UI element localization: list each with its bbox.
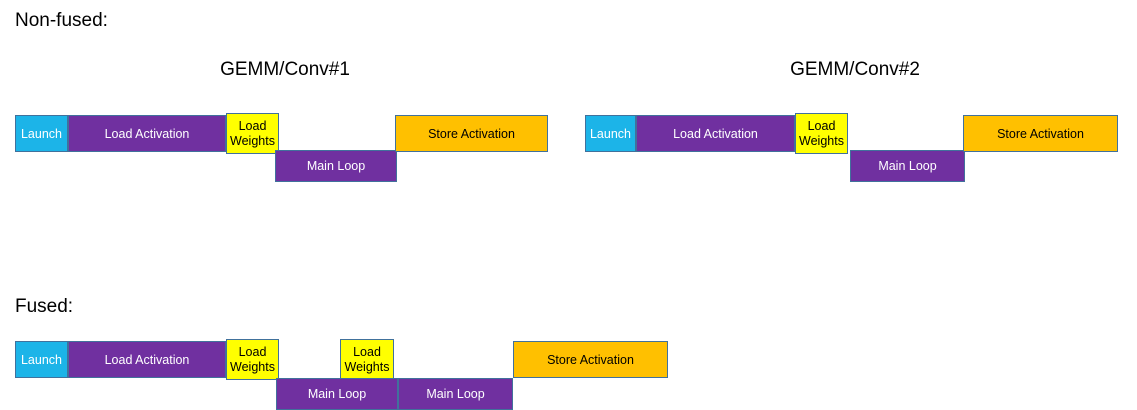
bar-label: Main Loop — [878, 159, 937, 173]
bar-load-activation-fused: Load Activation — [68, 341, 226, 378]
bar-main-loop-gemm1: Main Loop — [275, 150, 397, 182]
bar-label: Main Loop — [307, 387, 367, 401]
bar-load-weights-fused-1: Load Weights — [226, 339, 279, 380]
bar-label: Main Loop — [306, 159, 366, 173]
bar-load-weights-gemm1: Load Weights — [226, 113, 279, 154]
bar-launch-gemm1: Launch — [15, 115, 68, 152]
bar-label: Launch — [589, 126, 631, 141]
bar-label: Load Weights — [344, 344, 390, 374]
bar-load-activation-gemm2: Load Activation — [636, 115, 795, 152]
bar-main-loop-fused-1: Main Loop — [276, 378, 398, 410]
bar-main-loop-fused-2: Main Loop — [398, 378, 513, 410]
bar-label: Load Weights — [230, 118, 275, 148]
bar-label: Store Activation — [428, 126, 515, 141]
bar-launch-fused: Launch — [15, 341, 68, 378]
group-title-gemm-conv-2: GEMM/Conv#2 — [790, 59, 920, 80]
bar-main-loop-gemm2: Main Loop — [850, 150, 965, 182]
bar-label: Launch — [20, 126, 62, 141]
bar-launch-gemm2: Launch — [585, 115, 636, 152]
bar-store-activation-fused: Store Activation — [513, 341, 668, 378]
bar-load-weights-fused-2: Load Weights — [340, 339, 394, 380]
bar-label: Load Activation — [104, 126, 190, 141]
bar-label: Store Activation — [997, 126, 1084, 141]
bar-label: Load Weights — [799, 118, 844, 148]
bar-label: Load Activation — [104, 352, 190, 367]
bar-store-activation-gemm2: Store Activation — [963, 115, 1118, 152]
bar-label: Store Activation — [547, 352, 634, 367]
bar-load-weights-gemm2: Load Weights — [795, 113, 848, 154]
bar-store-activation-gemm1: Store Activation — [395, 115, 548, 152]
bar-label: Load Weights — [230, 344, 275, 374]
bar-label: Launch — [20, 352, 62, 367]
section-heading-non-fused: Non-fused: — [15, 10, 108, 31]
bar-label: Main Loop — [426, 387, 485, 401]
bar-label: Load Activation — [673, 126, 758, 141]
section-heading-fused: Fused: — [15, 296, 74, 317]
bar-load-activation-gemm1: Load Activation — [68, 115, 226, 152]
group-title-gemm-conv-1: GEMM/Conv#1 — [220, 59, 350, 80]
